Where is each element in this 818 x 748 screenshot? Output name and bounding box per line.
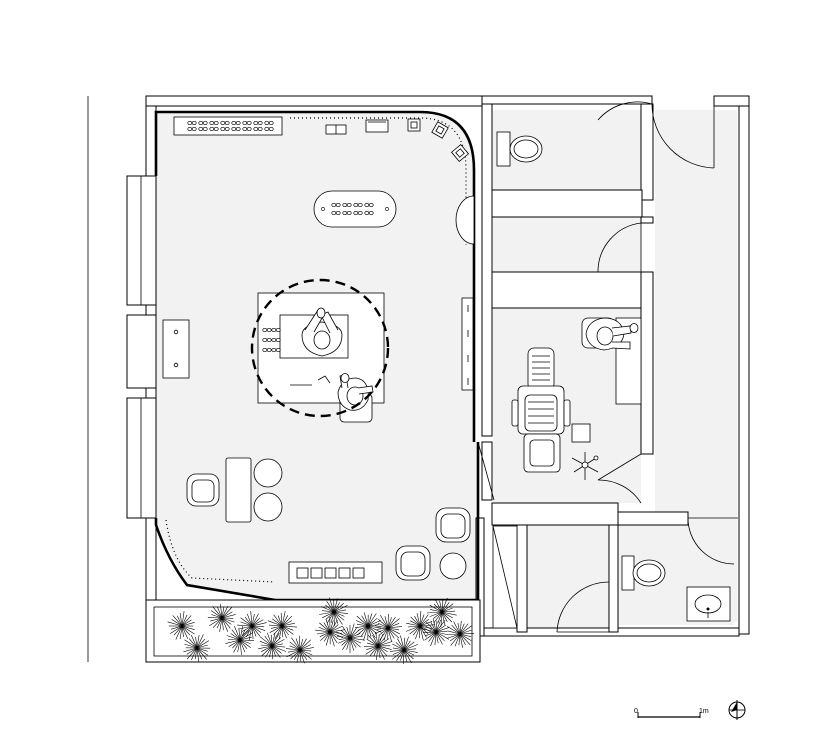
eyeglasses-icon: [231, 126, 241, 132]
plant-icon: [315, 616, 345, 647]
eyeglasses-icon: [220, 126, 230, 132]
consultation-zone-circle: [250, 278, 390, 418]
eyeglasses-icon: [262, 337, 272, 343]
west-windows: [126, 175, 157, 519]
door-wc-lower[interactable]: [687, 517, 738, 565]
eyeglasses-icon: [231, 120, 241, 126]
scale-end-label: 1m: [699, 708, 709, 715]
side-table-round: [439, 552, 467, 580]
plant-icon: [374, 613, 403, 642]
eyeglasses-icon: [198, 120, 208, 126]
shelf-slot: [324, 567, 337, 579]
armchair-left: [186, 473, 220, 507]
interior-partitions: [491, 103, 689, 633]
plant-icon: [446, 620, 475, 648]
eyeglasses-icon: [331, 210, 341, 216]
plant-icon: [258, 632, 287, 660]
plant-icon: [336, 623, 365, 653]
eyeglasses-icon: [342, 210, 352, 216]
eyeglasses-icon: [342, 202, 352, 208]
door-treatment-room[interactable]: [597, 453, 642, 504]
scale-bar: 0 1m: [634, 708, 709, 718]
scale-start-label: 0: [634, 708, 638, 715]
eyeglasses-icon: [271, 347, 281, 353]
eyeglasses-icon: [364, 210, 374, 216]
plant-icon: [207, 603, 236, 632]
storage-floor: [527, 525, 609, 633]
treatment-stool: [571, 423, 591, 443]
armchair-bottom-right: [435, 507, 471, 543]
curtain-track: [290, 117, 467, 245]
eyeglasses-icon: [209, 120, 219, 126]
eyeglasses-icon: [331, 202, 341, 208]
eyeglasses-icon: [271, 327, 281, 333]
eyeglasses-icon: [220, 120, 230, 126]
dental-lamp-icon: [571, 452, 599, 480]
toilet-upper: [496, 131, 543, 167]
plant-icon: [167, 611, 195, 640]
eyeglasses-icon: [253, 120, 263, 126]
bottom-display-shelf: [288, 561, 383, 584]
eyeglasses-icon: [253, 126, 263, 132]
armchair-bottom-center: [395, 545, 431, 581]
eyeglasses-icon: [264, 120, 274, 126]
shelf-slot: [352, 567, 365, 579]
plant-icon: [183, 634, 211, 662]
plant-icon: [421, 619, 450, 647]
eyeglasses-icon: [262, 347, 272, 353]
toilet-lower: [621, 555, 666, 591]
stool-upper: [253, 458, 283, 488]
shelf-slot: [296, 567, 309, 579]
washbasin: [686, 586, 731, 622]
plant-icon: [285, 635, 314, 664]
plant-icon: [363, 632, 393, 661]
eyeglasses-icon: [209, 126, 219, 132]
eyeglasses-icon: [242, 120, 252, 126]
north-arrow-icon: [728, 700, 746, 720]
door-corridor[interactable]: [597, 222, 642, 273]
coffee-table: [225, 457, 252, 523]
shelf-slot: [338, 567, 351, 579]
eyeglasses-icon: [198, 126, 208, 132]
eyeglasses-icon: [242, 126, 252, 132]
eyeglasses-icon: [364, 202, 374, 208]
round-mirror: [455, 195, 475, 245]
eyeglasses-icon: [353, 210, 363, 216]
shelf-slot: [310, 567, 323, 579]
west-wall-cabinet: [162, 319, 190, 379]
curved-glass-facade: [154, 110, 480, 602]
eyeglasses-icon: [271, 337, 281, 343]
plant-icon: [236, 611, 267, 641]
plant-icon: [319, 597, 349, 627]
customer-person-icon: [337, 373, 374, 423]
door-entrance-hall[interactable]: [597, 101, 715, 169]
plant-icon: [405, 610, 435, 641]
plant-icon: [267, 611, 298, 640]
stool-lower: [253, 492, 283, 522]
plant-icon: [426, 597, 457, 628]
eyeglasses-icon: [353, 202, 363, 208]
staff-person-icon: [301, 307, 343, 357]
plant-icon: [389, 635, 419, 665]
corridor-floor: [493, 217, 641, 272]
storage-shelf: [492, 525, 518, 629]
wall-display-shelf: [173, 116, 283, 136]
eyeglasses-icon: [187, 126, 197, 132]
oval-display-table: [313, 190, 397, 228]
right-wall-shelf: [461, 297, 474, 391]
door-storage[interactable]: [556, 581, 610, 633]
display-cubes: [325, 118, 470, 163]
eyeglasses-icon: [264, 126, 274, 132]
eyeglasses-icon: [187, 120, 197, 126]
treatment-chair: [511, 347, 571, 473]
door-side-showroom[interactable]: [477, 441, 495, 501]
doctor-person-icon: [581, 317, 639, 351]
planter-box: [145, 597, 481, 665]
eyeglasses-icon: [262, 327, 272, 333]
